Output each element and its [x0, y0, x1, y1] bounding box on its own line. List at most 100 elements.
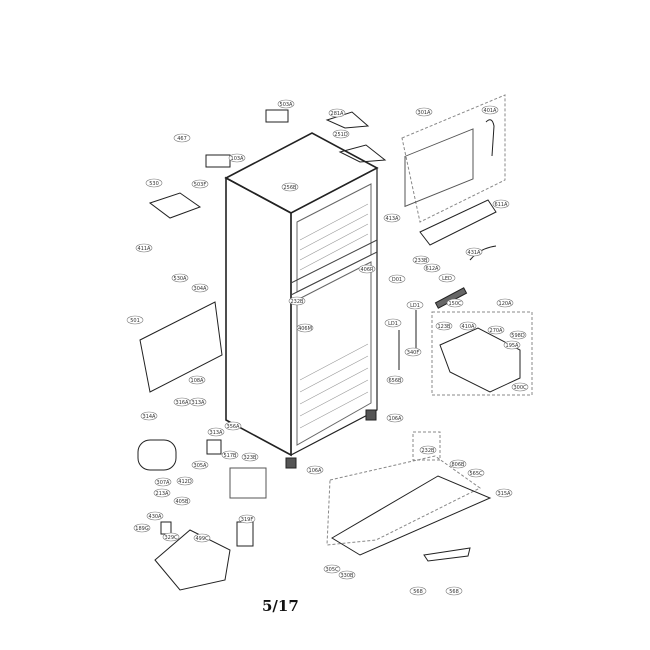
part-callout: 305C [323, 564, 341, 574]
part-number: 565C [469, 471, 483, 477]
callout-bubble [459, 321, 477, 331]
part-callout: 330B [338, 570, 356, 580]
callout-bubble [465, 247, 483, 257]
part-number: 307A [157, 480, 171, 486]
part-number: 568 [413, 589, 423, 595]
part-callout: 307A [154, 477, 172, 487]
part-number: 316A [176, 400, 190, 406]
part-number: 300C [513, 385, 527, 391]
callout-bubble [173, 133, 191, 143]
callout-bubble [409, 586, 427, 596]
evaporator-cover [419, 199, 497, 246]
part-callout: 213A [153, 488, 171, 498]
callout-bubble [162, 532, 180, 542]
part-callout: 232B [288, 296, 306, 306]
callout-bubble [509, 330, 527, 340]
callout-bubble [146, 511, 164, 521]
part-callout: 304A [191, 283, 209, 293]
callout-bubble [415, 107, 433, 117]
part-number: 412D [178, 479, 192, 485]
leveling-foot [365, 409, 377, 421]
part-number: 406R [360, 267, 374, 273]
part-number: 430A [149, 514, 163, 520]
part-number: 340F [407, 350, 420, 356]
callout-bubble [386, 375, 404, 385]
callout-bubble [153, 488, 171, 498]
part-number: 517B [224, 453, 238, 459]
part-callout: 410A [459, 321, 477, 331]
evaporator-group-box [401, 94, 506, 223]
part-number: 301A [418, 110, 432, 116]
part-number: 313A [192, 400, 206, 406]
part-callout: LD1 [406, 300, 424, 310]
callout-bubble [503, 340, 521, 350]
part-callout: 598D [509, 330, 527, 340]
callout-bubble [419, 445, 437, 455]
part-number: 467 [177, 136, 187, 142]
callout-bubble [328, 108, 346, 118]
control-box [205, 154, 231, 168]
part-callout: 323B [241, 452, 259, 462]
part-number: D01 [392, 277, 402, 283]
part-number: 123B [438, 324, 452, 330]
top-hinge [338, 144, 387, 163]
part-number: 499C [195, 536, 209, 542]
part-callout: 499C [193, 533, 211, 543]
callout-bubble [224, 421, 242, 431]
callout-bubble [193, 533, 211, 543]
part-callout: 316A [173, 397, 191, 407]
part-number: 410A [462, 324, 476, 330]
part-callout: 806B [449, 459, 467, 469]
part-callout: 314A [140, 411, 158, 421]
part-callout: 150C [446, 298, 464, 308]
part-callout: 329C [162, 532, 180, 542]
callout-bubble [306, 465, 324, 475]
part-callout: 430A [146, 511, 164, 521]
callout-bubble [446, 298, 464, 308]
callout-bubble [388, 274, 406, 284]
part-callout: 406M [296, 323, 314, 333]
callout-bubble [445, 586, 463, 596]
part-callout: LD1 [384, 318, 402, 328]
leveling-foot [285, 457, 297, 469]
part-callout: 319F [238, 514, 256, 524]
part-callout: 300C [511, 382, 529, 392]
part-callout: 401A [481, 105, 499, 115]
part-callout: 301A [415, 107, 433, 117]
part-number: 401A [484, 108, 498, 114]
part-number: 356A [227, 424, 241, 430]
callout-bubble [383, 213, 401, 223]
part-callout: 431A [465, 247, 483, 257]
part-callout: 356A [224, 421, 242, 431]
part-callout: 568 [445, 586, 463, 596]
part-callout: 106A [386, 413, 404, 423]
callout-bubble [412, 255, 430, 265]
part-number: 108A [191, 378, 205, 384]
callout-bubble [481, 105, 499, 115]
part-number: 313A [210, 430, 224, 436]
callout-bubble [386, 413, 404, 423]
part-callout: 517B [221, 450, 239, 460]
part-number: 233B [415, 258, 429, 264]
callout-bubble [221, 450, 239, 460]
callout-bubble [323, 564, 341, 574]
part-callout: 340F [404, 347, 422, 357]
refrigerator-cabinet [224, 132, 379, 457]
part-number: 329C [164, 535, 178, 541]
part-number: 503F [194, 182, 207, 188]
part-number: 406M [298, 326, 312, 332]
callout-bubble [145, 178, 163, 188]
callout-bubble [296, 323, 314, 333]
fan-bracket [236, 521, 254, 547]
callout-bubble [171, 273, 189, 283]
part-callout: 108A [188, 375, 206, 385]
part-number: 319F [241, 517, 254, 523]
part-callout: 313A [189, 397, 207, 407]
callout-bubble [176, 476, 194, 486]
part-number: 281A [331, 111, 345, 117]
page-number: 5/17 [262, 597, 299, 615]
callout-bubble [188, 375, 206, 385]
fan-motor [160, 521, 172, 535]
callout-bubble [173, 496, 191, 506]
